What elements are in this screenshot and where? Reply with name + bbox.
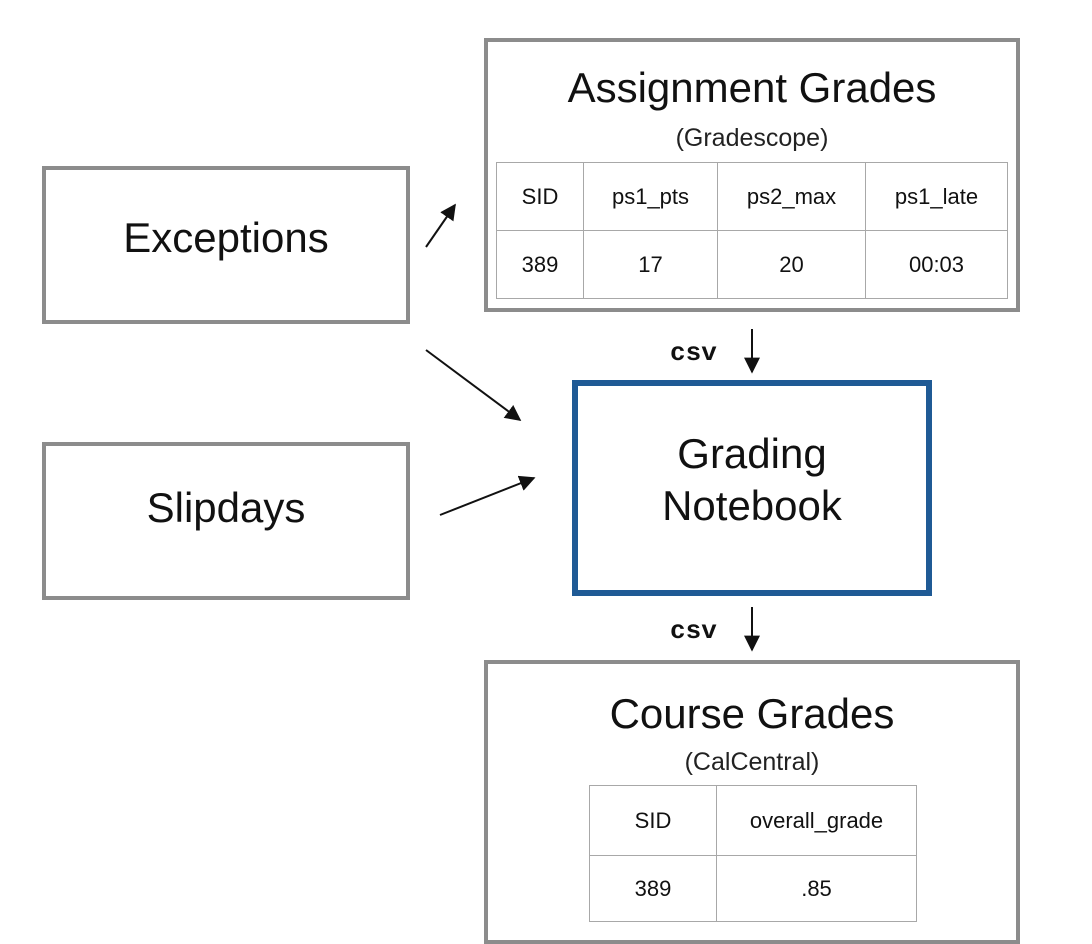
assignment-grades-box: Assignment Grades (Gradescope) SID ps1_p…	[484, 38, 1020, 312]
arrow-exceptions-to-assignment-grades	[425, 203, 456, 248]
grading-notebook-box: Grading Notebook	[572, 380, 932, 596]
assignment-grades-title: Assignment Grades	[567, 64, 937, 111]
cell-ps2-max: 20	[717, 230, 866, 299]
assignment-grades-table: SID ps1_pts ps2_max ps1_late 389 17 20 0…	[496, 162, 1008, 299]
arrow-exceptions-to-notebook	[425, 349, 522, 421]
grading-notebook-line2: Notebook	[662, 482, 842, 529]
header-cell-ps2-max: ps2_max	[717, 162, 866, 231]
arrow-slipdays-to-notebook	[439, 475, 536, 516]
header-cell-sid: SID	[496, 162, 584, 231]
header-cell-overall-grade: overall_grade	[716, 785, 917, 856]
course-grades-table: SID overall_grade 389 .85	[589, 785, 917, 922]
assignment-grades-subtitle: (Gradescope)	[675, 124, 829, 152]
slipdays-label: Slipdays	[146, 484, 306, 531]
csv-label-top: csv	[670, 338, 717, 368]
cell-ps1-pts: 17	[583, 230, 718, 299]
header-cell-sid: SID	[589, 785, 717, 856]
exceptions-box: Exceptions	[42, 166, 410, 324]
table-header-row: SID ps1_pts ps2_max ps1_late	[496, 162, 1008, 231]
table-row: 389 .85	[589, 855, 917, 922]
header-cell-ps1-late: ps1_late	[865, 162, 1008, 231]
grading-notebook-line1: Grading	[677, 430, 827, 477]
csv-label-bottom: csv	[670, 616, 717, 646]
cell-sid: 389	[496, 230, 584, 299]
exceptions-label: Exceptions	[123, 214, 329, 261]
cell-ps1-late: 00:03	[865, 230, 1008, 299]
header-cell-ps1-pts: ps1_pts	[583, 162, 718, 231]
slipdays-box: Slipdays	[42, 442, 410, 600]
course-grades-subtitle: (CalCentral)	[684, 748, 820, 776]
course-grades-title: Course Grades	[609, 690, 895, 737]
table-row: 389 17 20 00:03	[496, 230, 1008, 299]
cell-overall-grade: .85	[716, 855, 917, 922]
table-header-row: SID overall_grade	[589, 785, 917, 856]
course-grades-box: Course Grades (CalCentral) SID overall_g…	[484, 660, 1020, 944]
